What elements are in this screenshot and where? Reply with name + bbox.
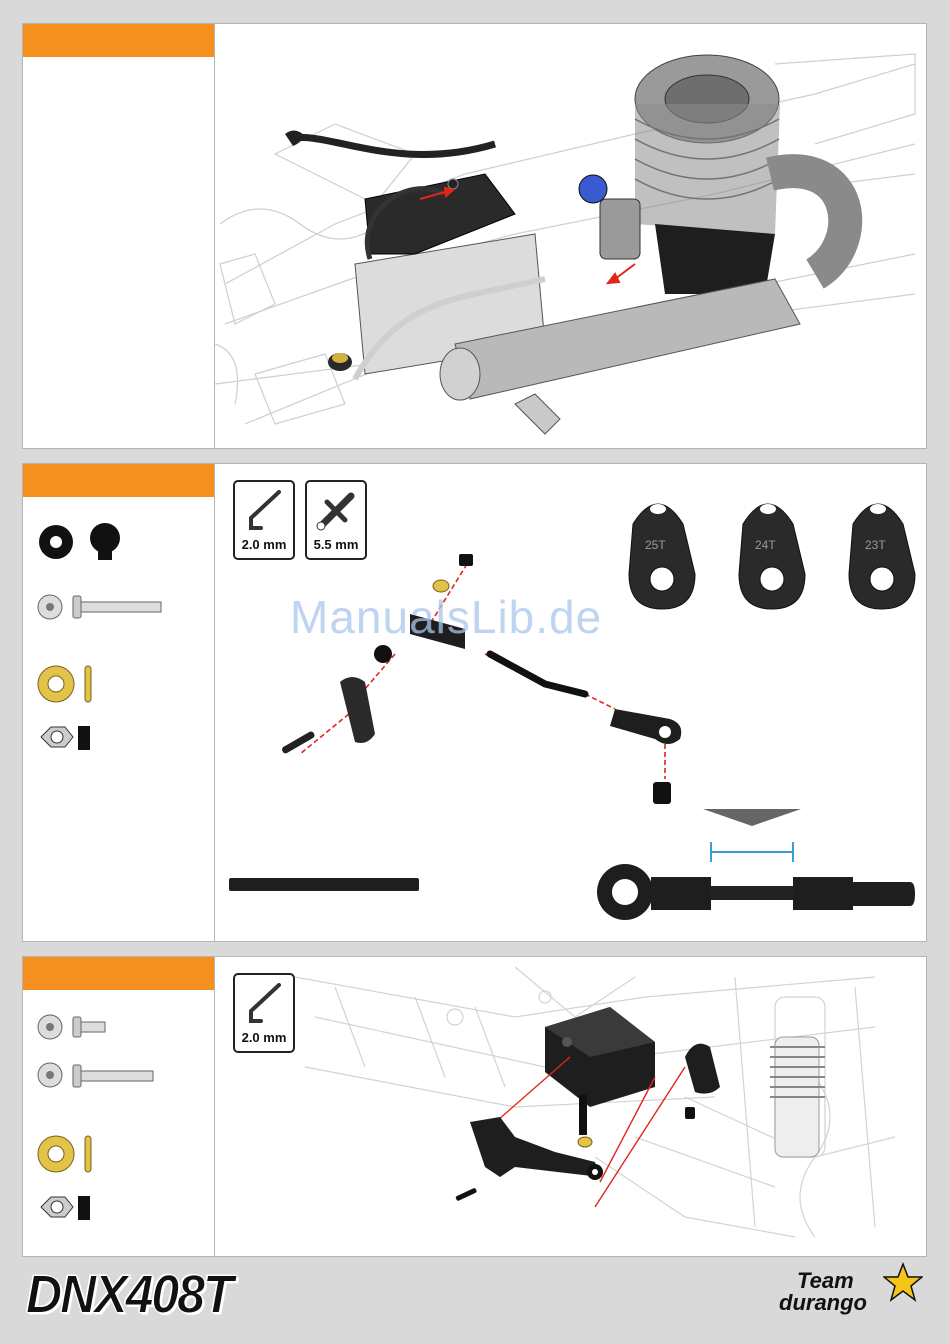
hex-wrench-icon [243,981,285,1025]
servo-arm-24t: 24T [739,504,805,609]
washer-part-icon [38,1136,91,1172]
locknut-part-icon [41,726,90,750]
step-panel-steering-link: 2.0 mm 5.5 mm 25T 24T [22,463,927,942]
servo-arm-label: 23T [865,538,886,552]
step-tab [23,24,214,57]
locknut-part-icon [41,1196,90,1220]
team-durango-logo: Team durango [775,1266,925,1322]
watermark: ManualsLib.de [290,590,602,644]
servo-arm-23t: 23T [849,504,915,609]
hex-wrench-tool-box: 2.0 mm [233,973,295,1053]
step-panel-servo-mount: 2.0 mm [22,956,927,1257]
parts-sidebar [23,957,215,1256]
servo-arm-label: 24T [755,538,776,552]
long-screw-part-icon [38,1063,153,1087]
washer-part-icon [38,666,91,702]
star-icon [883,1262,923,1302]
step-tab [23,957,214,990]
engine-illustration [215,24,926,448]
short-screw-part-icon [38,1015,105,1039]
servo-arm-25t: 25T [629,504,695,609]
logo-line-2: durango [779,1290,867,1316]
step-panel-engine [22,23,927,449]
hex-wrench-size: 2.0 mm [235,1030,293,1045]
steering-link-illustration: 2.0 mm 5.5 mm 25T 24T [215,464,926,941]
screw-part-icon [38,595,161,619]
servo-mount-illustration: 2.0 mm [215,957,926,1256]
step-tab [23,464,214,497]
ball-nut-part-icon [39,523,120,560]
model-logo: DNX408T [26,1263,232,1326]
parts-sidebar [23,464,215,941]
servo-arm-label: 25T [645,538,666,552]
step-sidebar [23,24,215,448]
